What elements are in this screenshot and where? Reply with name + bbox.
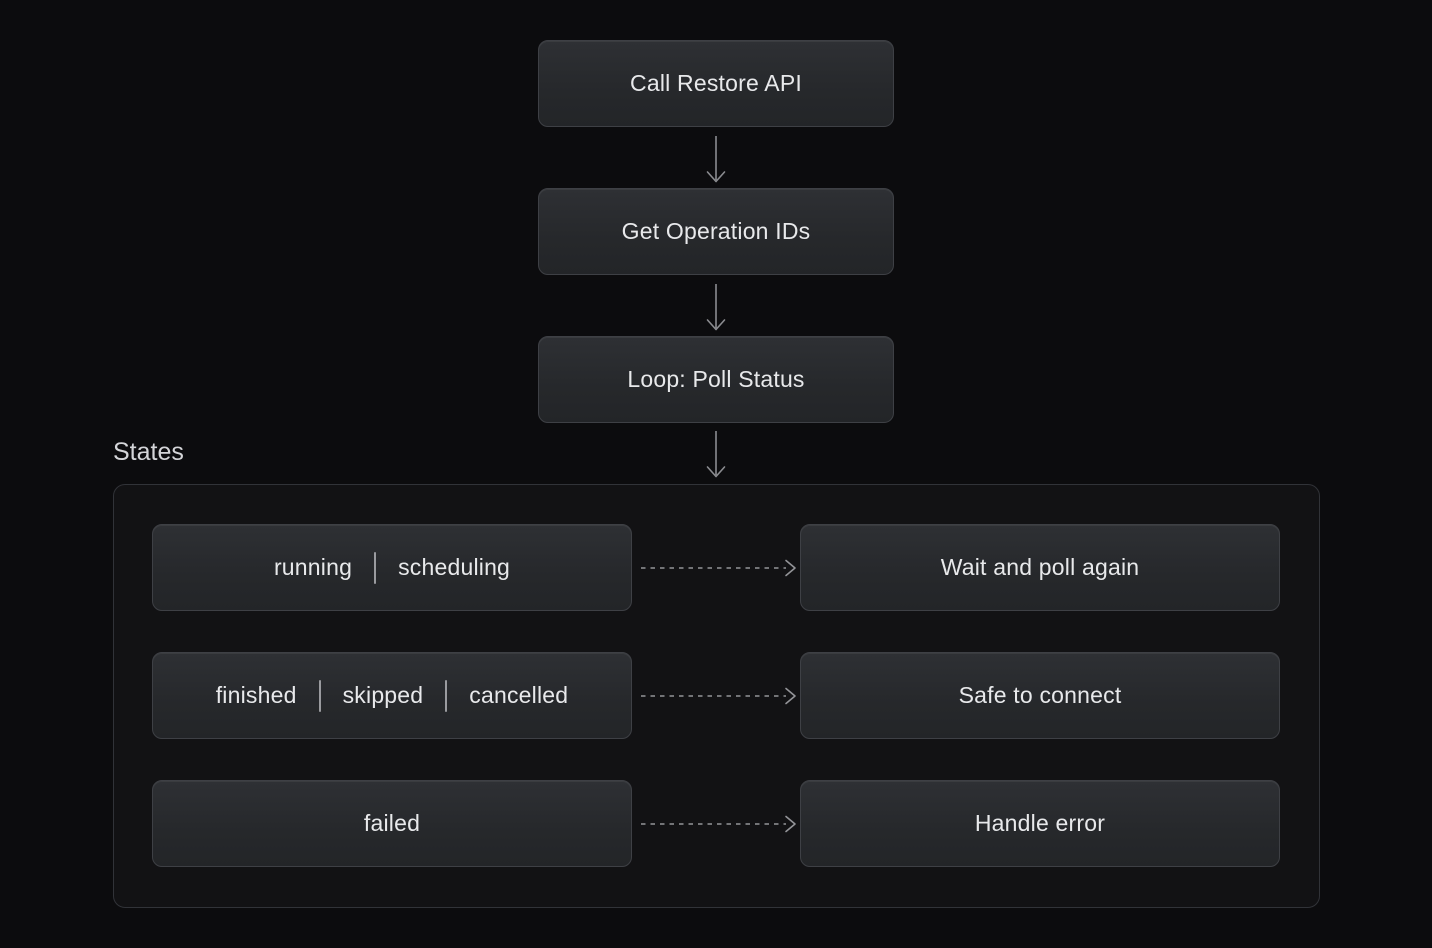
pipe-divider <box>318 679 321 712</box>
action-box: Handle error <box>800 780 1280 867</box>
flow-node-label: Get Operation IDs <box>621 218 811 244</box>
state-label: running <box>273 554 353 580</box>
action-box: Wait and poll again <box>800 524 1280 611</box>
state-box: finished skipped cancelled <box>152 652 632 739</box>
state-label: finished <box>215 682 297 708</box>
pipe-divider <box>374 551 377 584</box>
state-label: scheduling <box>398 554 511 580</box>
states-section-title: States <box>113 438 184 466</box>
action-label: Handle error <box>974 810 1106 836</box>
state-label: failed <box>363 810 421 836</box>
state-box: running scheduling <box>152 524 632 611</box>
states-container: running scheduling Wait and poll again f… <box>113 484 1320 908</box>
state-label: skipped <box>342 682 424 708</box>
dashed-arrow-right-icon <box>641 815 796 833</box>
action-label: Safe to connect <box>958 682 1122 708</box>
action-box: Safe to connect <box>800 652 1280 739</box>
action-label: Wait and poll again <box>940 554 1140 580</box>
state-row-finished-skipped-cancelled: finished skipped cancelled Safe to conne… <box>114 652 1319 739</box>
dashed-arrow-right-icon <box>641 687 796 705</box>
flow-node-loop-poll-status: Loop: Poll Status <box>538 336 894 423</box>
arrow-down-icon <box>706 431 726 478</box>
state-label: cancelled <box>469 682 569 708</box>
state-box: failed <box>152 780 632 867</box>
flow-node-call-restore-api: Call Restore API <box>538 40 894 127</box>
pipe-divider <box>445 679 448 712</box>
flow-node-label: Loop: Poll Status <box>627 366 805 392</box>
state-row-failed: failed Handle error <box>114 780 1319 867</box>
arrow-down-icon <box>706 284 726 331</box>
dashed-arrow-right-icon <box>641 559 796 577</box>
flow-node-label: Call Restore API <box>630 70 802 96</box>
arrow-down-icon <box>706 136 726 183</box>
flow-node-get-operation-ids: Get Operation IDs <box>538 188 894 275</box>
state-row-running-scheduling: running scheduling Wait and poll again <box>114 524 1319 611</box>
